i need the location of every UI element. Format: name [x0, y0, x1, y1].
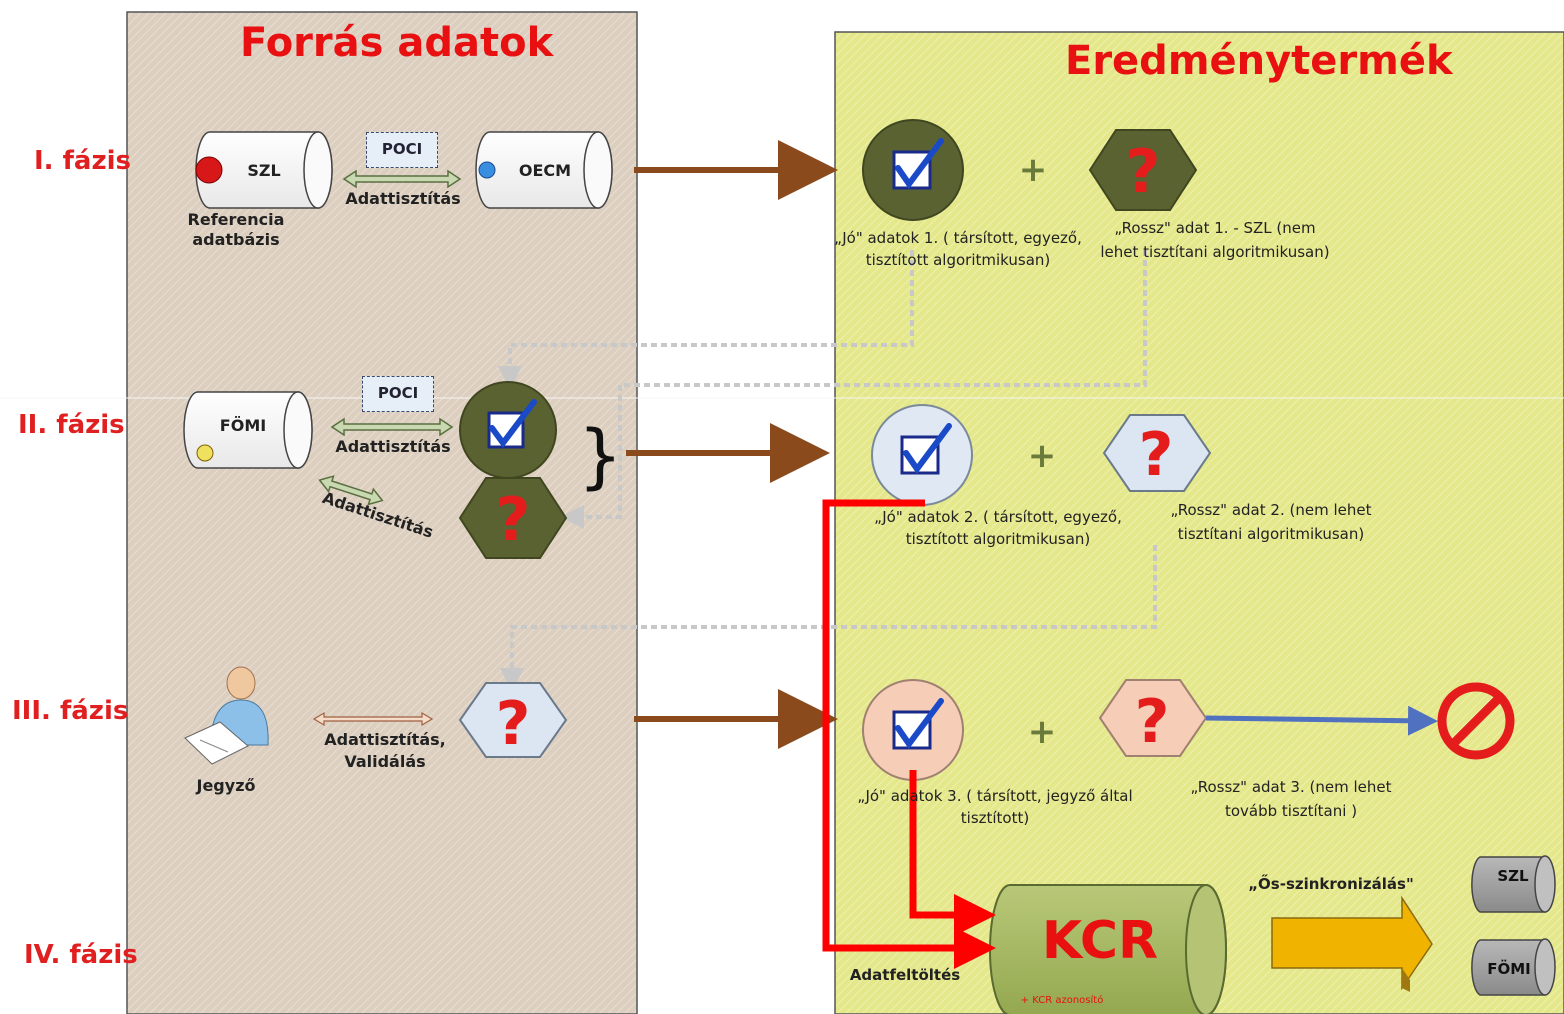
good-data-3-line-1: „Jó" adatok 3. ( társított, jegyző által [857, 787, 1133, 805]
checkbox-check-icon [862, 119, 964, 221]
return-path-1 [498, 250, 914, 390]
cleaning-label-3a: Adattisztítás, [324, 730, 446, 749]
szl-label: SZL [247, 161, 280, 180]
question-hexagon-icon: ? [458, 477, 568, 559]
bad-data-2-line-1: „Rossz" adat 2. (nem lehet [1170, 501, 1372, 519]
svg-text:?: ? [1135, 687, 1170, 757]
result-panel-title: Eredménytermék [1065, 38, 1453, 84]
bad-data-1-line-2: lehet tisztítani algoritmikusan) [1100, 243, 1330, 261]
phase-label-3: III. fázis [12, 696, 129, 726]
return-path-3 [500, 545, 1157, 692]
fomi-database-icon [183, 391, 313, 469]
stop-icon [1437, 682, 1515, 760]
notary-label: Jegyző [196, 776, 256, 795]
svg-text:?: ? [496, 689, 531, 759]
bad-data-1-line-1: „Rossz" adat 1. - SZL (nem [1114, 219, 1316, 237]
kcr-label: KCR [1042, 911, 1158, 971]
sync-label: „Ős-szinkronizálás" [1248, 875, 1414, 893]
block-arrow-icon [1271, 895, 1433, 992]
szl-database-icon [1471, 855, 1556, 913]
szl-database-icon [195, 131, 333, 209]
good-data-2-line-1: „Jó" adatok 2. ( társított, egyező, [874, 508, 1122, 526]
target-fomi-label: FÖMI [1487, 959, 1531, 978]
poci-box-2: POCI [362, 376, 434, 412]
source-panel-title: Forrás adatok [240, 20, 554, 66]
cleaning-label-3b: Validálás [344, 752, 426, 771]
phase-label-2: II. fázis [18, 410, 125, 440]
svg-text:?: ? [496, 485, 531, 555]
plus-sign: + [1028, 436, 1057, 476]
question-hexagon-icon: ? [458, 682, 568, 759]
plus-sign: + [1028, 712, 1057, 752]
upload-label: Adatfeltöltés [849, 966, 961, 984]
kcr-database-icon [989, 884, 1227, 1014]
checkbox-check-icon [871, 404, 973, 506]
question-hexagon-icon: ? [1088, 129, 1198, 211]
checkbox-check-icon [862, 679, 964, 781]
bad-data-3-line-2: tovább tisztítani ) [1224, 802, 1358, 820]
bad-data-3-line-1: „Rossz" adat 3. (nem lehet [1190, 778, 1392, 796]
blue-arrow [1205, 705, 1438, 736]
reference-db-label: Referencia adatbázis [187, 210, 285, 249]
cleaning-label-2: Adattisztítás [335, 437, 451, 456]
cleaning-label-1: Adattisztítás [345, 189, 461, 208]
fomi-label: FÖMI [220, 416, 266, 435]
good-data-2-line-2: tisztított algoritmikusan) [905, 530, 1091, 548]
svg-text:?: ? [1126, 137, 1161, 207]
double-arrow-icon [318, 475, 384, 506]
good-data-1-line-1: „Jó" adatok 1. ( társított, egyező, [834, 229, 1082, 247]
oecm-database-icon [475, 131, 613, 209]
person-icon [184, 666, 269, 765]
target-szl-label: SZL [1497, 867, 1529, 885]
svg-text:?: ? [1139, 420, 1174, 490]
kcr-upload-path-2 [822, 499, 996, 969]
phase-label-4: IV. fázis [24, 940, 138, 970]
good-data-1-line-2: tisztított algoritmikusan) [865, 251, 1051, 269]
oecm-label: OECM [519, 161, 571, 180]
return-path-2 [560, 250, 1147, 529]
question-hexagon-icon: ? [1098, 679, 1208, 757]
question-hexagon-icon: ? [1102, 414, 1212, 492]
kcr-upload-path-3 [909, 770, 996, 936]
poci-box-1: POCI [366, 132, 438, 168]
brace: } [578, 415, 623, 497]
phase-label-1: I. fázis [34, 146, 131, 176]
bad-data-2-line-2: tisztítani algoritmikusan) [1177, 525, 1365, 543]
kcr-id-label: + KCR azonosító [1021, 994, 1104, 1006]
checkbox-check-icon [459, 381, 557, 479]
double-arrow-icon [330, 417, 454, 437]
plus-sign: + [1019, 150, 1048, 190]
double-arrow-icon [342, 169, 462, 189]
fomi-database-icon [1471, 938, 1556, 996]
double-arrow-icon [312, 711, 434, 727]
good-data-3-line-2: tisztított) [960, 809, 1030, 827]
